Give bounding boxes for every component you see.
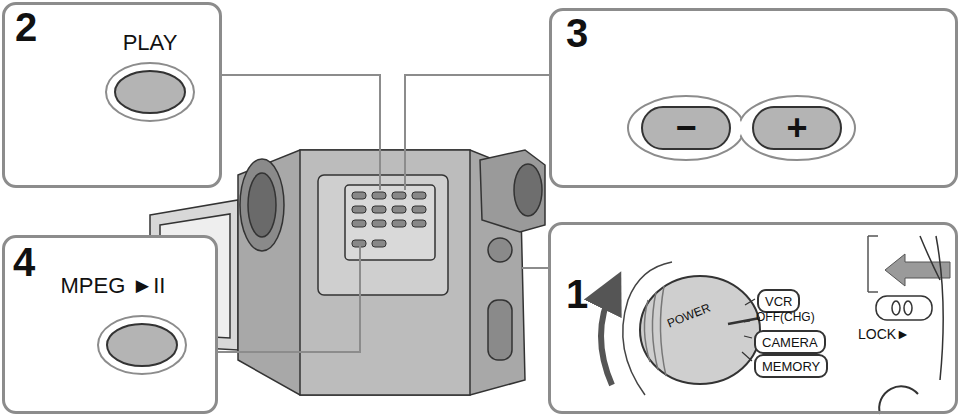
- rotation-arrow: [601, 290, 612, 385]
- button-symbol: +: [786, 110, 807, 146]
- step-number: 4: [13, 240, 35, 284]
- lock-label: LOCK►: [858, 327, 910, 342]
- camcorder-buttons: [352, 192, 426, 247]
- power-dial: [623, 262, 760, 395]
- mode-label: OFF(CHG): [756, 311, 815, 324]
- zoom-button: +: [752, 106, 842, 150]
- button-name: MPEG ►II: [33, 274, 193, 298]
- button-symbol: −: [675, 110, 696, 146]
- button-name: PLAY: [85, 31, 215, 55]
- step-number: 1: [566, 272, 588, 316]
- step-number: 2: [15, 5, 37, 49]
- lock-switch: [868, 236, 950, 414]
- mode-label: CAMERA: [762, 335, 818, 350]
- mode-label-box: CAMERA: [754, 330, 826, 354]
- mpeg-button: [98, 316, 186, 374]
- play-button: [106, 63, 194, 121]
- leader-line: [218, 75, 549, 352]
- zoom-button: −: [641, 106, 731, 150]
- mode-label: VCR: [765, 294, 792, 309]
- step-panel: 3 − +: [549, 8, 958, 188]
- mode-label: MEMORY: [762, 359, 820, 374]
- mode-label-box: VCR: [757, 289, 800, 313]
- zoom-button-surround: [628, 96, 855, 160]
- step-panel: 1VCR CAMERA MEMORY: [548, 222, 958, 414]
- step-number: 3: [566, 11, 588, 55]
- step-panel: 4MPEG ►II: [2, 235, 218, 414]
- mode-label-box: MEMORY: [754, 354, 828, 378]
- step-panel: 2PLAY: [2, 2, 222, 188]
